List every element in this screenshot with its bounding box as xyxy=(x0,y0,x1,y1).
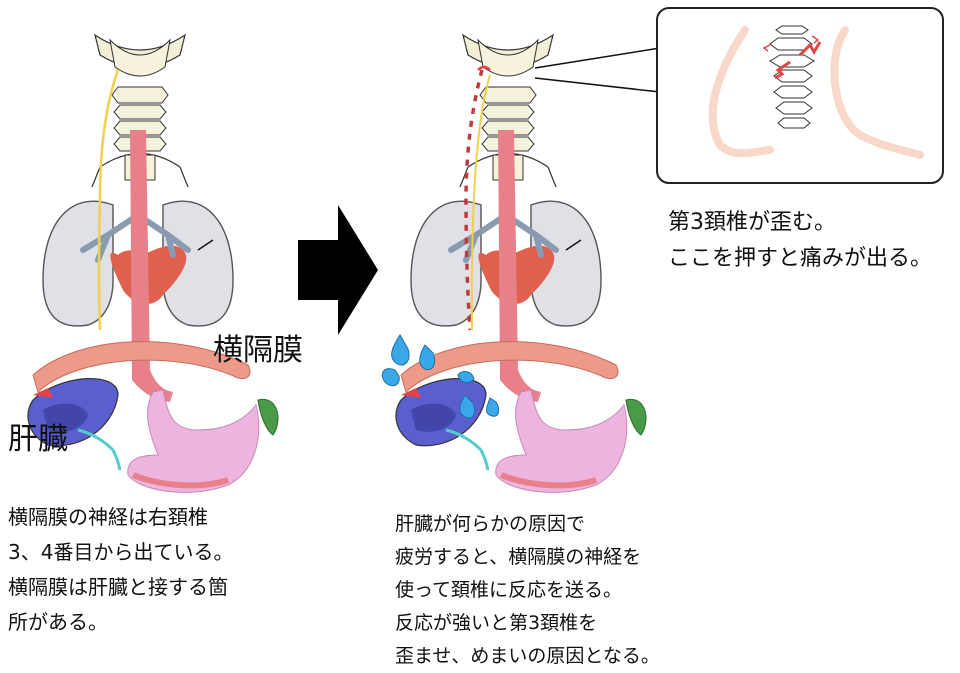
middle-phrenic-nerve xyxy=(470,74,491,331)
water-drop-icon xyxy=(381,334,500,419)
middle-nerve-reaction xyxy=(464,69,484,331)
diaphragm-label: 横隔膜 xyxy=(213,333,303,368)
middle-torso xyxy=(396,130,646,492)
zoomed-spine xyxy=(708,25,924,159)
right-arrow-icon xyxy=(298,205,378,335)
left-phrenic-nerve xyxy=(97,69,120,331)
middle-caption: 肝臓が何らかの原因で 疲労すると、横隔膜の神経を 使って頚椎に反応を送る。 反応… xyxy=(395,513,660,667)
left-caption: 横隔膜の神経は右頚椎 3、4番目から出ている。 横隔膜は肝臓と接する箇 所がある… xyxy=(8,505,234,634)
zoom-caption: 第3頚椎が歪む。 ここを押すと痛みが出る。 xyxy=(668,210,933,271)
distortion-arrow-icon xyxy=(774,60,791,80)
liver-label: 肝臓 xyxy=(8,422,68,457)
